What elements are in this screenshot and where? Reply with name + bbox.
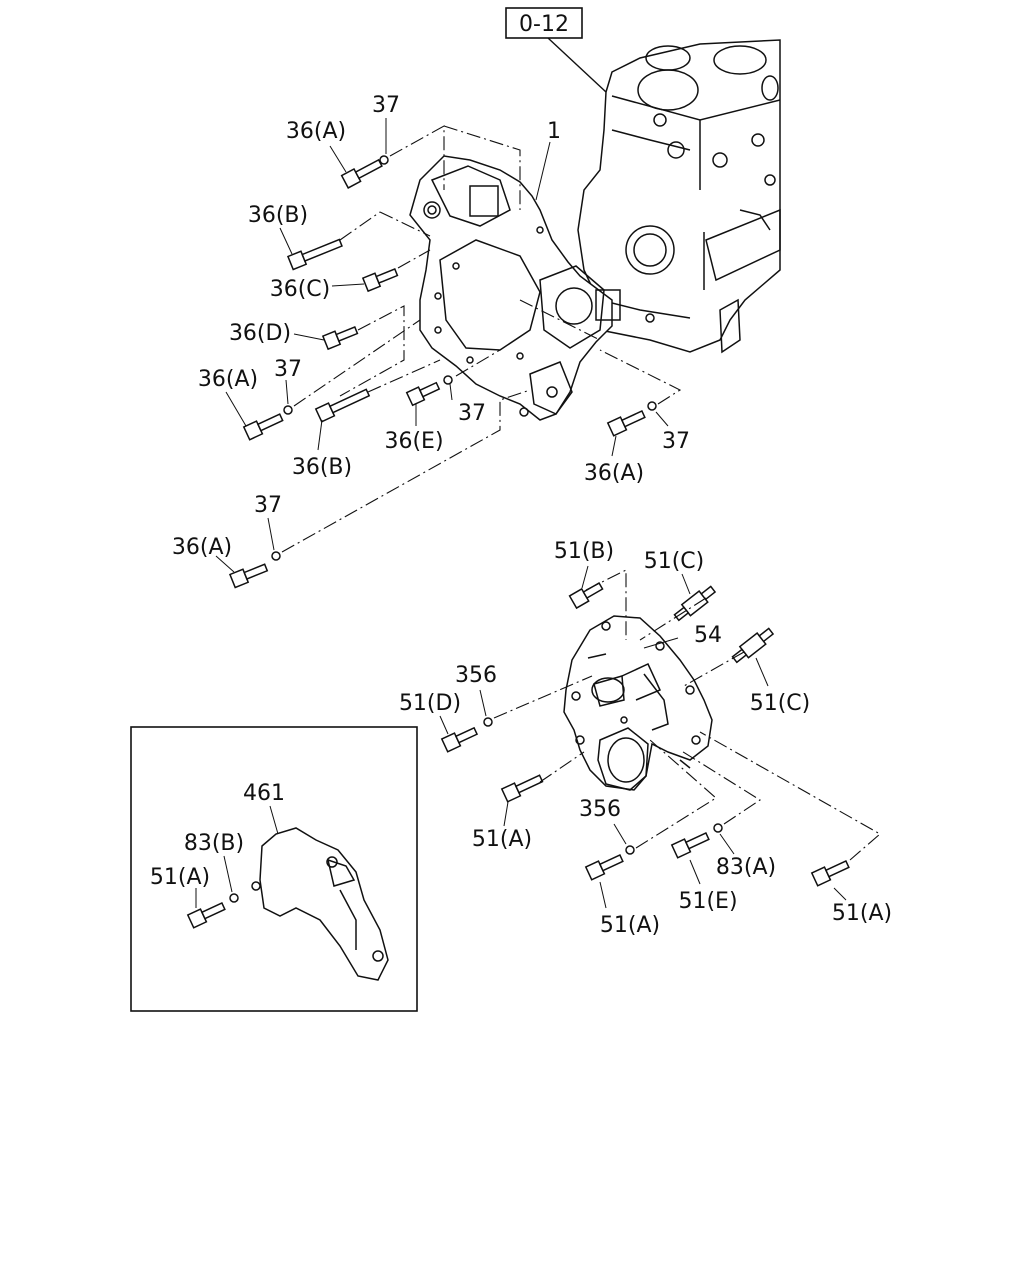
- washer-37-5: [271, 551, 281, 561]
- washer-356-1: [483, 717, 493, 727]
- bolt-36e: [405, 381, 441, 407]
- label-51a[interactable]: 51(A): [832, 901, 892, 926]
- washer-37-3: [443, 375, 453, 385]
- label-356[interactable]: 356: [579, 797, 621, 822]
- washer-37-1: [379, 155, 389, 165]
- bolt-51d: [440, 726, 479, 753]
- label-37[interactable]: 37: [662, 429, 690, 454]
- stud-51c-2: [731, 627, 775, 664]
- bolt-36b-2: [314, 388, 371, 423]
- bolt-36a-3: [606, 409, 646, 437]
- bolt-36d: [321, 326, 359, 351]
- label-356[interactable]: 356: [455, 663, 497, 688]
- washer-83b: [229, 893, 239, 903]
- washer-83a: [713, 823, 723, 833]
- label-37[interactable]: 37: [274, 357, 302, 382]
- label-51a[interactable]: 51(A): [600, 913, 660, 938]
- label-37[interactable]: 37: [458, 401, 486, 426]
- bolt-36a-2: [242, 413, 284, 441]
- label-36a[interactable]: 36(A): [172, 535, 232, 560]
- label-36b[interactable]: 36(B): [248, 203, 308, 228]
- label-51a[interactable]: 51(A): [150, 865, 210, 890]
- label-36a[interactable]: 36(A): [286, 119, 346, 144]
- label-1[interactable]: 1: [547, 119, 561, 144]
- front-cover-drawing: [563, 615, 713, 791]
- label-37[interactable]: 37: [372, 93, 400, 118]
- washer-37-2: [283, 405, 293, 415]
- label-83a[interactable]: 83(A): [716, 855, 776, 880]
- bolt-51e: [670, 831, 710, 859]
- label-54[interactable]: 54: [694, 623, 722, 648]
- bolt-51a-1: [500, 774, 544, 803]
- label-36a[interactable]: 36(A): [584, 461, 644, 486]
- front-plate-drawing: [409, 155, 621, 421]
- label-37[interactable]: 37: [254, 493, 282, 518]
- bolt-51a-2: [584, 853, 624, 881]
- label-51c[interactable]: 51(C): [644, 549, 705, 574]
- reference-box[interactable]: 0-12: [505, 7, 583, 39]
- washer-37-4: [647, 401, 657, 411]
- bolt-36c: [361, 268, 399, 293]
- cover-461-drawing: [259, 827, 389, 981]
- label-36e[interactable]: 36(E): [384, 429, 443, 454]
- bolt-51a-3: [810, 859, 850, 887]
- label-51a[interactable]: 51(A): [472, 827, 532, 852]
- washer-356-2: [625, 845, 635, 855]
- engine-block-drawing: [577, 39, 781, 354]
- label-51c[interactable]: 51(C): [750, 691, 811, 716]
- label-36b[interactable]: 36(B): [292, 455, 352, 480]
- bolt-36a-1: [340, 158, 383, 189]
- bolt-51b: [568, 581, 604, 610]
- label-51d[interactable]: 51(D): [399, 691, 461, 716]
- bolt-36a-4: [228, 563, 269, 589]
- label-36d[interactable]: 36(D): [229, 321, 291, 346]
- label-51b[interactable]: 51(B): [554, 539, 614, 564]
- label-83b[interactable]: 83(B): [184, 831, 244, 856]
- label-51e[interactable]: 51(E): [678, 889, 737, 914]
- stud-51c-1: [673, 585, 717, 622]
- label-36a[interactable]: 36(A): [198, 367, 258, 392]
- label-461[interactable]: 461: [243, 781, 285, 806]
- label-36c[interactable]: 36(C): [270, 277, 331, 302]
- bolt-36b-1: [286, 238, 343, 271]
- inset-frame: [130, 726, 418, 1012]
- reference-label: 0-12: [519, 12, 569, 37]
- bolt-51a-4: [186, 901, 226, 929]
